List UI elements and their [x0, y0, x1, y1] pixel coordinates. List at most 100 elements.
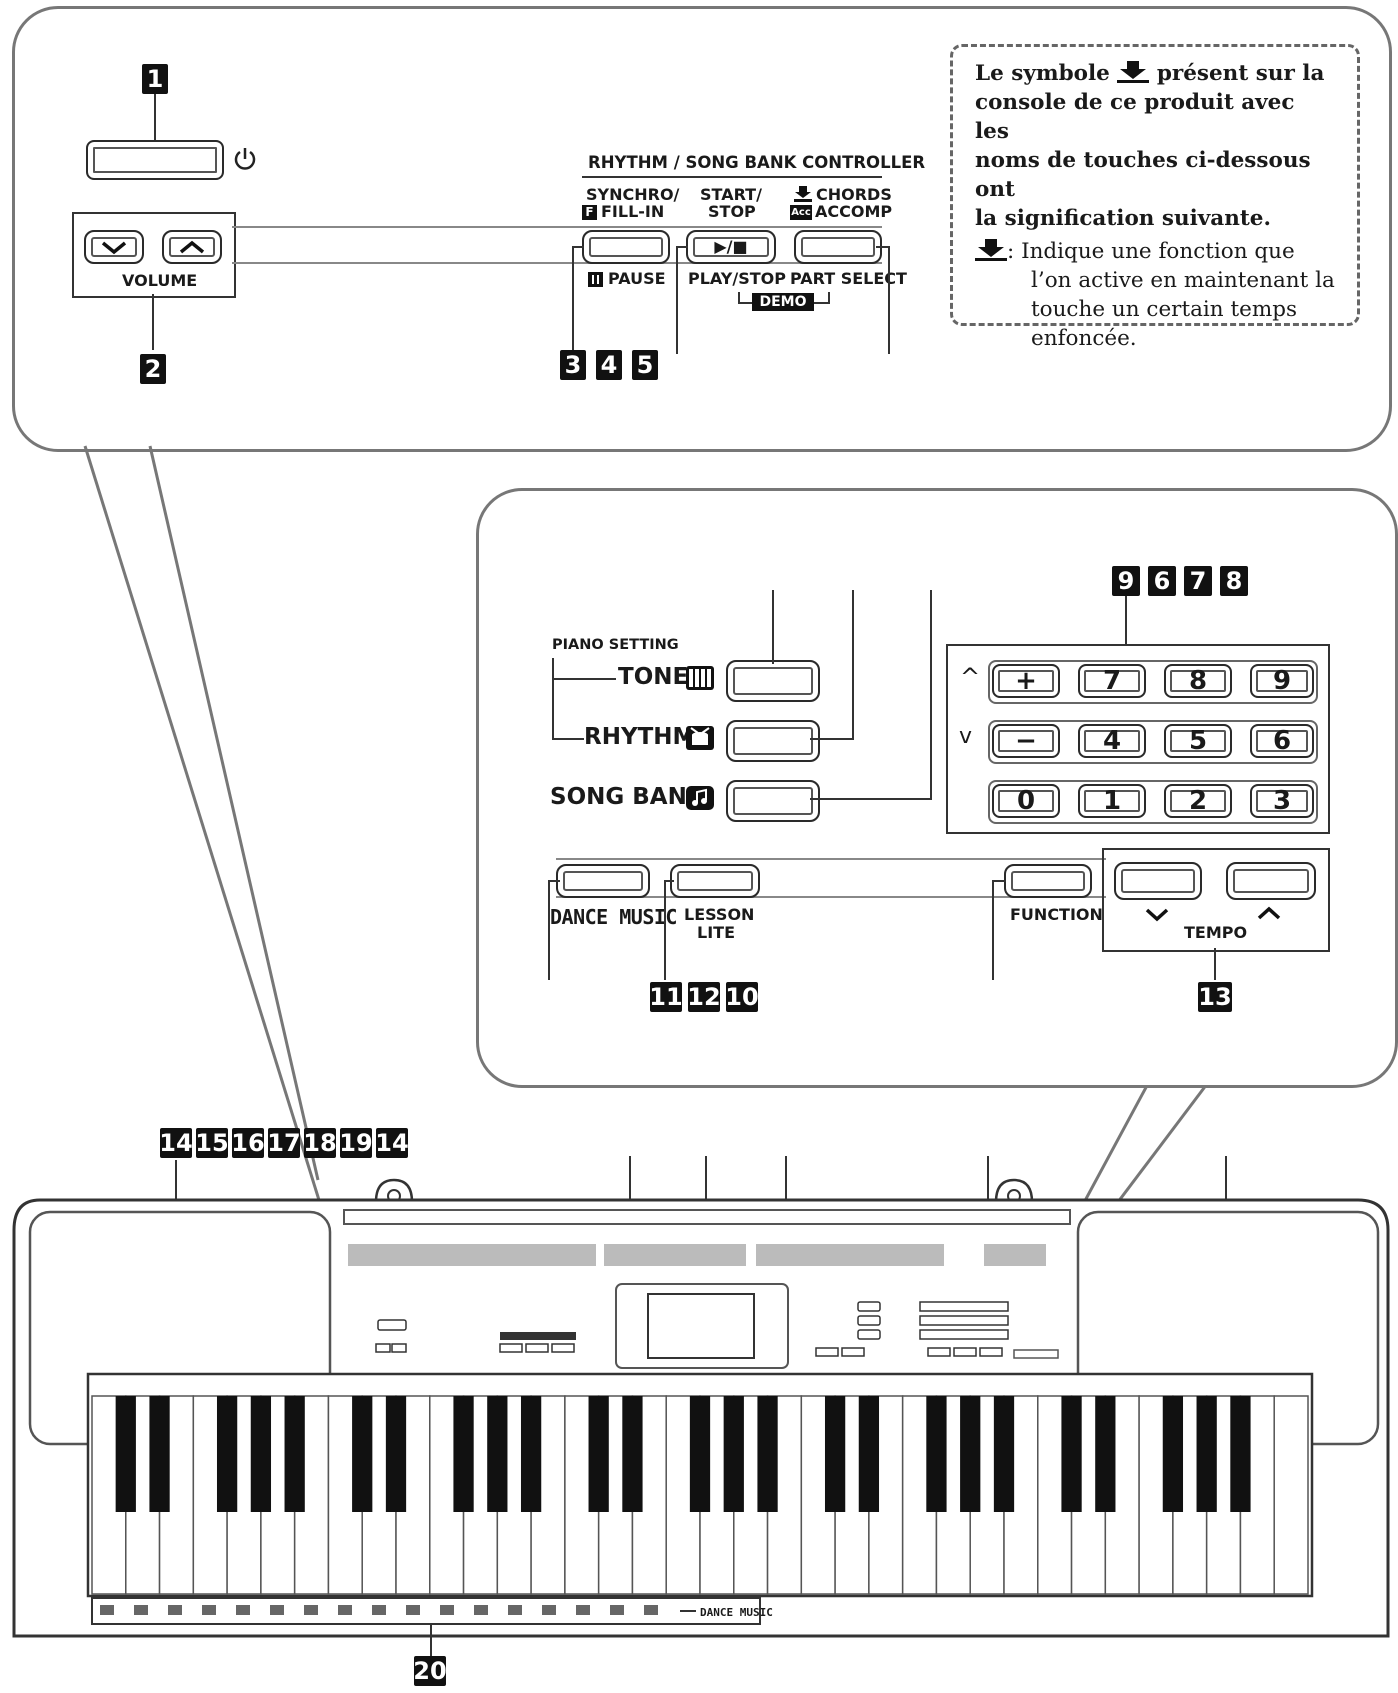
lesson-label-line1: LESSON: [684, 905, 755, 924]
black-key: [216, 1396, 238, 1512]
leader-3-h: [572, 246, 584, 248]
tone-button[interactable]: [726, 660, 820, 702]
leader-12-h: [664, 880, 674, 882]
black-key: [824, 1396, 846, 1512]
badge-4: 4: [596, 350, 622, 380]
white-key: [1273, 1395, 1309, 1595]
leader-11: [548, 880, 550, 980]
fill-in-f-icon: F: [582, 205, 597, 220]
strip-tone-mark: [304, 1605, 318, 1615]
keypad-up-caret: ^: [960, 663, 981, 691]
leader-rhythm: [852, 590, 854, 740]
top-callout-panel: [12, 6, 1392, 452]
lower-edge-line-bottom: [556, 896, 1106, 898]
black-key: [352, 1396, 373, 1512]
keypad-2-button[interactable]: 2: [1164, 784, 1232, 818]
keypad-4-button[interactable]: 4: [1078, 724, 1146, 758]
black-key: [1230, 1396, 1251, 1512]
volume-label: VOLUME: [122, 271, 198, 290]
acc-icon: Acc: [790, 205, 812, 220]
keypad-plus-button[interactable]: +: [992, 664, 1060, 698]
keypad-0-button[interactable]: 0: [992, 784, 1060, 818]
leader-3: [572, 246, 574, 354]
strip-dance-music-label: DANCE MUSIC: [700, 1606, 773, 1619]
dance-music-button[interactable]: [556, 864, 650, 898]
leader-songbank-h: [810, 798, 932, 800]
black-key: [757, 1396, 778, 1512]
badge-16: 16: [231, 1128, 265, 1158]
volume-up-button[interactable]: [162, 230, 222, 264]
keypad-row-1-frame: [988, 660, 1318, 704]
black-key: [284, 1396, 305, 1512]
keypad-8-button[interactable]: 8: [1164, 664, 1232, 698]
strip-tone-mark: [542, 1605, 556, 1615]
pause-label: PAUSE: [608, 269, 666, 288]
strip-tone-mark: [168, 1605, 182, 1615]
console-edge-line-top: [232, 226, 882, 228]
synchro-fill-in-button[interactable]: [582, 230, 670, 264]
console-edge-line-bottom: [232, 262, 882, 264]
black-key: [622, 1396, 643, 1512]
badge-14-right: 14: [375, 1128, 409, 1158]
music-note-icon: [686, 786, 714, 810]
keypad-9-button[interactable]: 9: [1250, 664, 1314, 698]
keypad-3-button[interactable]: 3: [1250, 784, 1314, 818]
keypad-6-button[interactable]: 6: [1250, 724, 1314, 758]
controller-title: RHYTHM / SONG BANK CONTROLLER: [588, 153, 926, 172]
chevron-up-icon: [1257, 906, 1281, 920]
black-key: [149, 1396, 170, 1512]
strip-tone-mark: [270, 1605, 284, 1615]
lesson-label-line2: LITE: [697, 923, 735, 942]
tone-label: TONE: [618, 664, 689, 690]
tempo-down-button[interactable]: [1114, 862, 1202, 900]
keypad-5-button[interactable]: 5: [1164, 724, 1232, 758]
badge-3: 3: [560, 350, 586, 380]
power-button[interactable]: [86, 140, 224, 180]
play-stop-icon: ▶/■: [714, 237, 748, 256]
keypad-7-button[interactable]: 7: [1078, 664, 1146, 698]
synchro-label-line2: FILL-IN: [601, 202, 665, 221]
start-stop-button[interactable]: ▶/■: [686, 230, 776, 264]
badge-12: 12: [687, 982, 721, 1012]
song-bank-button[interactable]: [726, 780, 820, 822]
leader-20: [430, 1624, 432, 1658]
download-hold-icon: [794, 186, 812, 202]
synchro-label-line1: SYNCHRO/: [586, 185, 680, 204]
chevron-up-icon: [179, 240, 205, 254]
strip-tone-mark: [474, 1605, 488, 1615]
strip-tone-mark: [406, 1605, 420, 1615]
keypad-down-caret: v: [959, 724, 973, 749]
black-key: [1162, 1396, 1184, 1512]
lesson-lite-button[interactable]: [670, 864, 760, 898]
strip-tone-mark: [134, 1605, 148, 1615]
leader-4: [676, 246, 678, 354]
leader-1: [154, 94, 156, 142]
badge-1: 1: [142, 64, 168, 94]
note-definition: : Indique une fonction que l’on active e…: [975, 237, 1335, 353]
leader-5: [888, 246, 890, 354]
strip-tone-mark: [576, 1605, 590, 1615]
function-button[interactable]: [1004, 864, 1092, 898]
badge-15: 15: [195, 1128, 229, 1158]
chevron-down-icon: [1145, 908, 1169, 922]
piano-setting-rhythm-tick: [552, 738, 584, 740]
download-hold-icon: [975, 239, 1007, 261]
start-stop-label-line2: STOP: [708, 202, 756, 221]
volume-group: [72, 212, 236, 298]
black-key: [487, 1396, 508, 1512]
leader-2: [152, 294, 154, 350]
demo-label: DEMO: [752, 293, 814, 311]
keypad-1-button[interactable]: 1: [1078, 784, 1146, 818]
rhythm-button[interactable]: [726, 720, 820, 762]
black-key: [588, 1396, 609, 1512]
badge-7: 7: [1184, 566, 1212, 596]
lower-edge-line-top: [556, 858, 1106, 860]
black-key: [689, 1396, 711, 1512]
chords-label: CHORDS: [816, 185, 892, 204]
play-stop-label: PLAY/STOP: [688, 269, 786, 288]
keypad-minus-button[interactable]: −: [992, 724, 1060, 758]
tempo-label: TEMPO: [1184, 923, 1248, 942]
leader-tone: [772, 590, 774, 664]
volume-down-button[interactable]: [84, 230, 144, 264]
tempo-up-button[interactable]: [1226, 862, 1316, 900]
